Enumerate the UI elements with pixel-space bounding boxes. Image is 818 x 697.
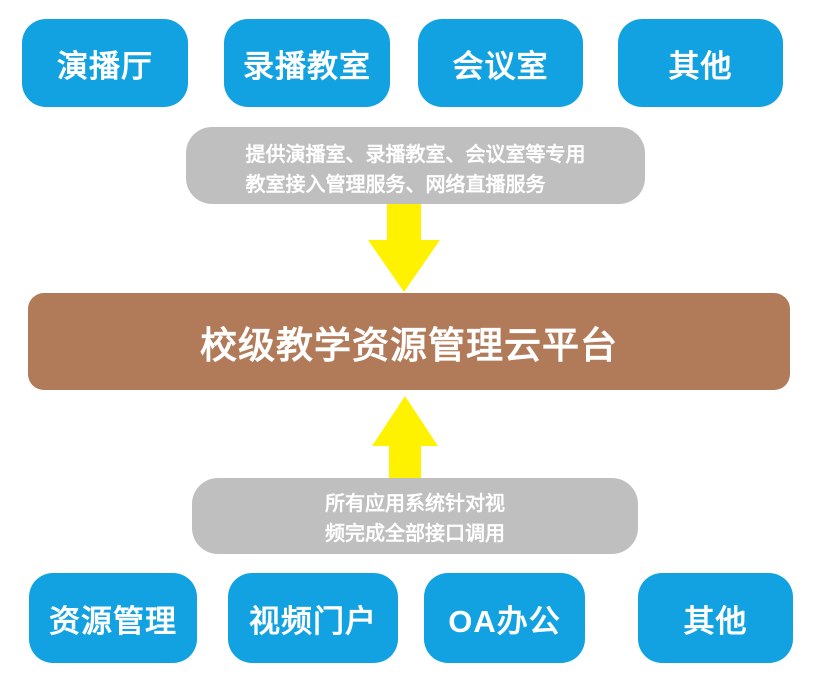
bottom-note-box: 所有应用系统针对视 频完成全部接口调用 [192, 478, 638, 554]
bottom-row-node-video-portal: 视频门户 [228, 573, 398, 663]
top-row-node-studio: 演播厅 [22, 19, 188, 107]
node-label: 其他 [668, 48, 733, 84]
down-arrow-icon [368, 204, 440, 292]
top-note-line2: 教室接入管理服务、网络直播服务 [245, 174, 546, 196]
bottom-note-line2: 频完成全部接口调用 [325, 523, 505, 545]
top-row-node-recording-classroom: 录播教室 [224, 19, 390, 107]
up-arrow-icon [372, 396, 438, 479]
top-note-line1: 提供演播室、录播教室、会议室等专用 [245, 144, 586, 166]
bottom-note-text: 所有应用系统针对视 频完成全部接口调用 [325, 489, 505, 549]
top-note-box: 提供演播室、录播教室、会议室等专用 教室接入管理服务、网络直播服务 [186, 127, 645, 204]
node-label: 资源管理 [49, 603, 177, 639]
platform-title: 校级教学资源管理云平台 [200, 324, 618, 366]
bottom-note-line1: 所有应用系统针对视 [325, 493, 505, 515]
node-label: 录播教室 [243, 48, 371, 84]
node-label: 其他 [683, 603, 748, 639]
top-row-node-conference-room: 会议室 [418, 19, 583, 107]
node-label: 视频门户 [249, 603, 377, 639]
bottom-row-node-oa-office: OA办公 [424, 573, 585, 663]
node-label: 演播厅 [57, 48, 153, 84]
bottom-row-node-other: 其他 [638, 573, 793, 663]
bottom-row-node-resource-management: 资源管理 [29, 573, 197, 663]
top-row-node-other: 其他 [618, 19, 783, 107]
node-label: OA办公 [448, 603, 561, 639]
top-note-text: 提供演播室、录播教室、会议室等专用 教室接入管理服务、网络直播服务 [246, 140, 586, 200]
node-label: 会议室 [452, 48, 549, 84]
platform-box: 校级教学资源管理云平台 [28, 293, 790, 390]
